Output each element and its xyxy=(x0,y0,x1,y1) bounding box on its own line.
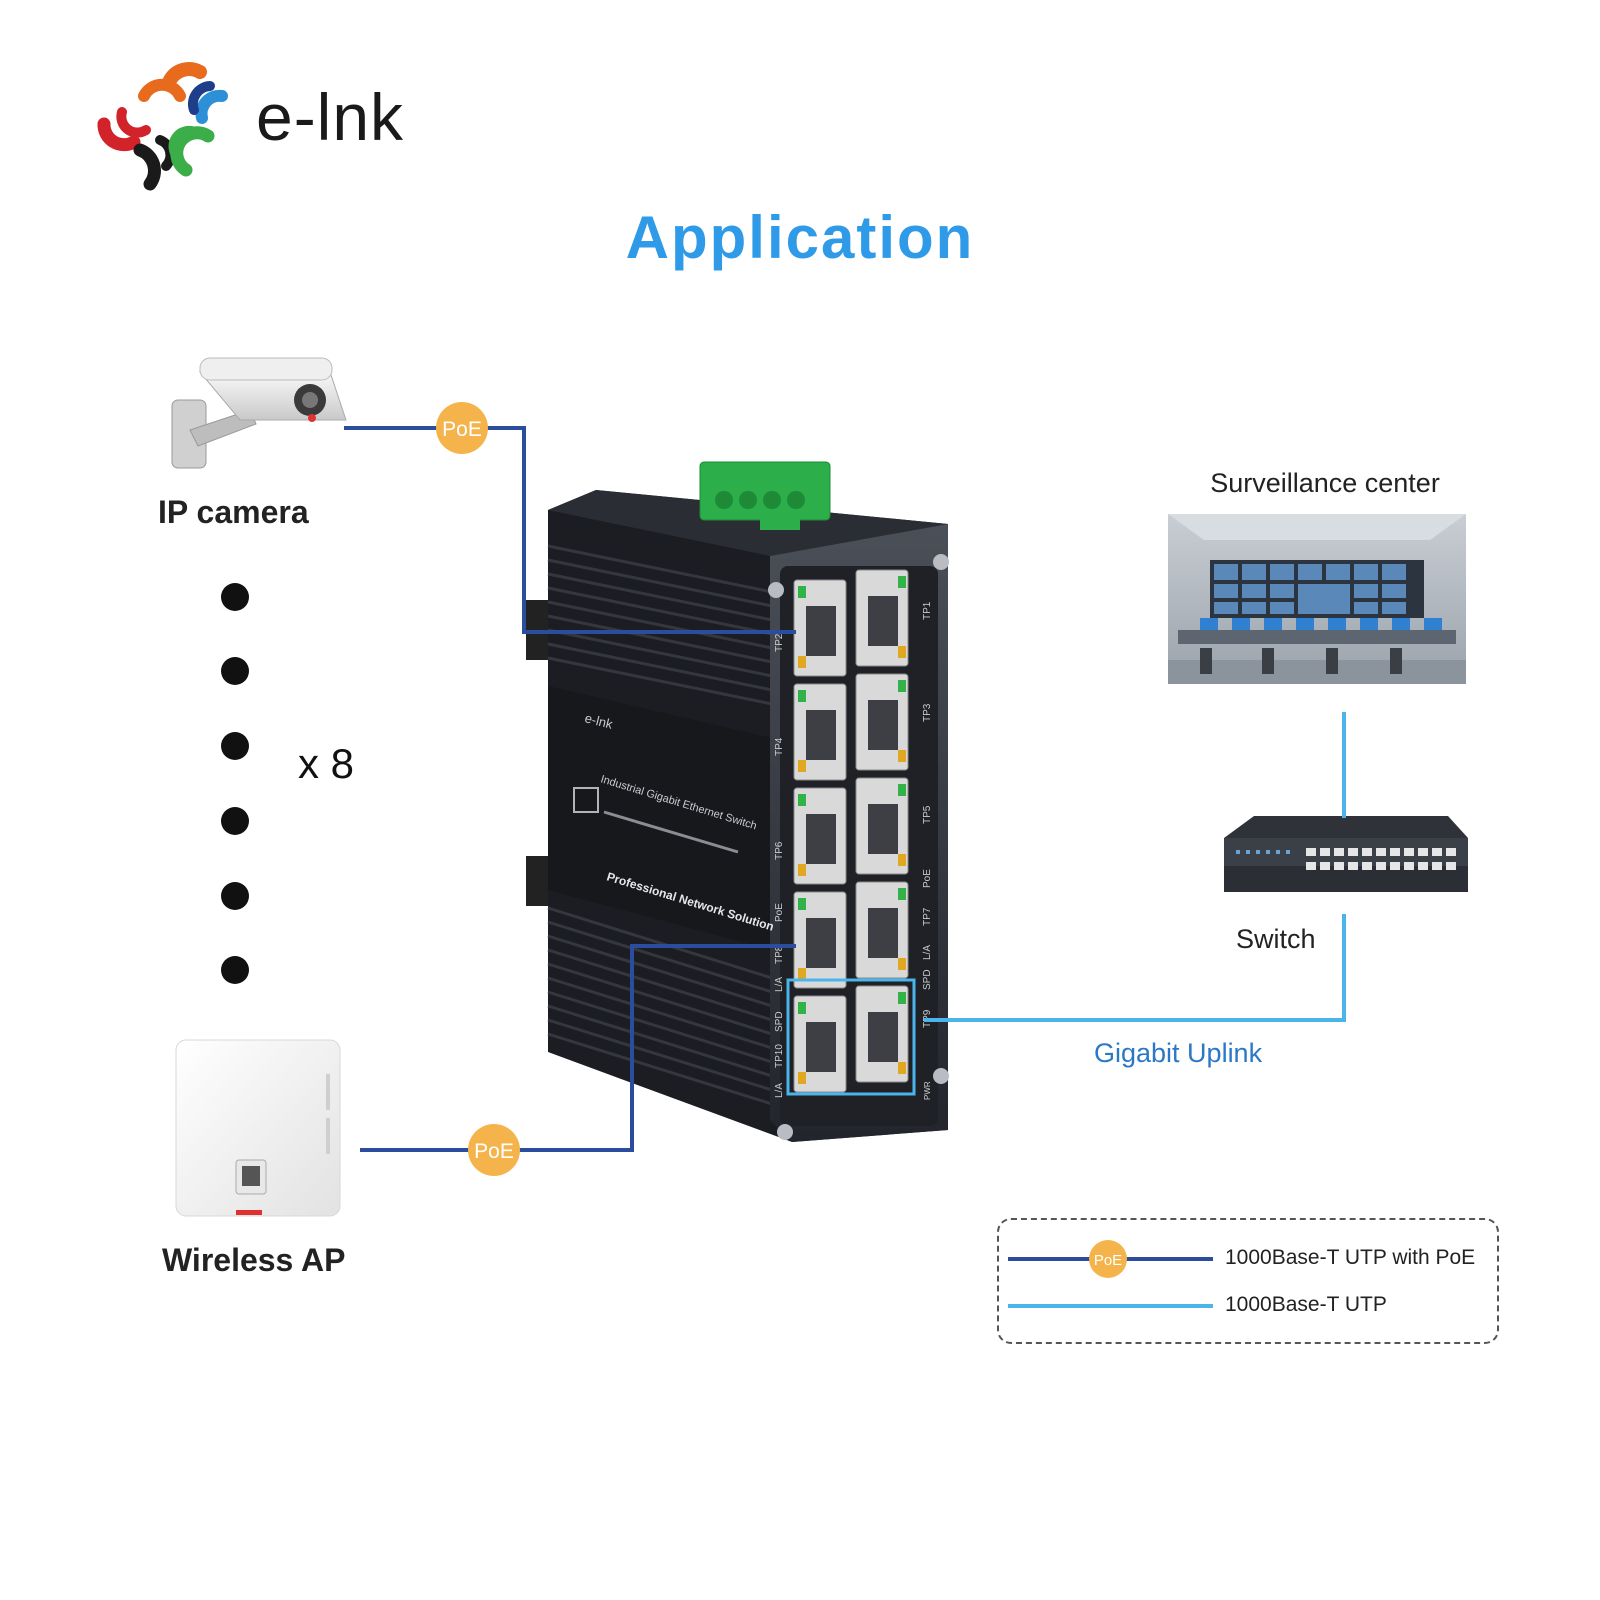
poe-badge-label: PoE xyxy=(474,1140,514,1163)
led-label-poe: PoE xyxy=(922,869,933,888)
led-label-la: L/A xyxy=(774,977,785,992)
ip-camera-icon xyxy=(171,357,347,469)
port-label-tp4: TP4 xyxy=(774,737,785,756)
bullet-dot xyxy=(221,657,249,685)
poe-badge xyxy=(436,402,488,454)
poe-badge xyxy=(468,1124,520,1176)
bullet-dot xyxy=(221,882,249,910)
wireless-ap-label: Wireless AP xyxy=(162,1242,346,1278)
bullet-dot xyxy=(221,956,249,984)
port-label-tp5: TP5 xyxy=(922,805,933,824)
industrial-switch xyxy=(526,461,949,1142)
legend xyxy=(997,1218,1499,1344)
led-label-poe: PoE xyxy=(774,903,785,922)
wireless-ap-icon xyxy=(175,1039,341,1217)
surveillance-center-image xyxy=(1168,514,1466,684)
led-label-pwr: PWR xyxy=(923,1081,932,1100)
device-count-label: x 8 xyxy=(298,740,355,787)
surveillance-center-label: Surveillance center xyxy=(1210,468,1440,498)
legend-poe-badge-label: PoE xyxy=(1094,1252,1122,1269)
led-label-spd: SPD xyxy=(922,969,933,990)
legend-utp-text: 1000Base-T UTP xyxy=(1225,1293,1387,1316)
port-label-tp10: TP10 xyxy=(774,1044,785,1068)
ip-camera-label: IP camera xyxy=(158,494,309,530)
poe-badge-label: PoE xyxy=(442,418,482,441)
switch-label: Switch xyxy=(1236,924,1316,954)
legend-poe-badge xyxy=(1089,1240,1127,1278)
switch-brand-text: e-lnk xyxy=(583,710,614,731)
bullet-dot xyxy=(221,807,249,835)
led-label-la: L/A xyxy=(922,945,933,960)
port-label-tp3: TP3 xyxy=(922,703,933,722)
network-switch-icon xyxy=(1224,816,1468,892)
led-label-la: L/A xyxy=(774,1083,785,1098)
port-label-tp1: TP1 xyxy=(922,601,933,620)
bullet-dot xyxy=(221,732,249,760)
page-title: Application xyxy=(625,204,975,271)
port-label-tp8: TP8 xyxy=(774,945,785,964)
port-label-tp7: TP7 xyxy=(922,907,933,926)
gigabit-uplink-label: Gigabit Uplink xyxy=(1094,1038,1263,1068)
uplink-line xyxy=(924,712,1346,1022)
port-label-tp6: TP6 xyxy=(774,841,785,860)
legend-poe-text: 1000Base-T UTP with PoE xyxy=(1225,1246,1476,1269)
port-label-tp2: TP2 xyxy=(774,633,785,652)
bullet-dot xyxy=(221,583,249,611)
led-label-spd: SPD xyxy=(774,1011,785,1032)
brand-name: e-lnk xyxy=(256,80,405,154)
poe-link-camera xyxy=(344,426,796,634)
